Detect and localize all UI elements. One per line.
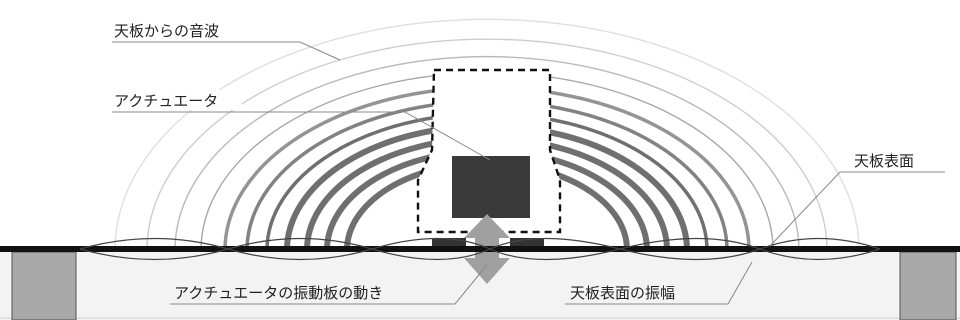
label-actuator: アクチュエータ bbox=[114, 92, 218, 110]
actuator-pad-right bbox=[510, 238, 544, 246]
sound-wave-arc bbox=[146, 38, 828, 251]
actuator-magnet bbox=[452, 156, 530, 218]
label-bg-actuator bbox=[112, 90, 242, 110]
actuator-pad-left bbox=[432, 238, 466, 246]
label-bg-sound-wave bbox=[112, 20, 242, 40]
panel-top-surface bbox=[0, 246, 960, 252]
leader-panel-surface bbox=[769, 171, 945, 247]
leader-diaphragm-motion bbox=[170, 264, 488, 305]
sound-wave-arc bbox=[174, 55, 800, 251]
leader-actuator bbox=[112, 111, 491, 161]
leader-panel-amplitude bbox=[565, 261, 753, 305]
label-bg-panel-surface bbox=[852, 150, 942, 170]
label-panel-surface: 天板表面 bbox=[854, 152, 914, 170]
label-bg-panel-amplitude bbox=[568, 282, 718, 302]
leader-sound-wave bbox=[112, 41, 341, 61]
right-support bbox=[899, 251, 957, 320]
left-support bbox=[11, 251, 77, 320]
label-actuator-diaphragm-motion: アクチュエータの振動板の動き bbox=[174, 284, 383, 302]
label-sound-wave: 天板からの音波 bbox=[114, 22, 219, 40]
sound-wave-arc bbox=[114, 18, 860, 251]
panel-amplitude-curve-lower bbox=[79, 237, 881, 261]
label-bg-diaphragm-motion bbox=[172, 282, 442, 302]
label-panel-surface-amplitude: 天板表面の振幅 bbox=[570, 284, 675, 302]
